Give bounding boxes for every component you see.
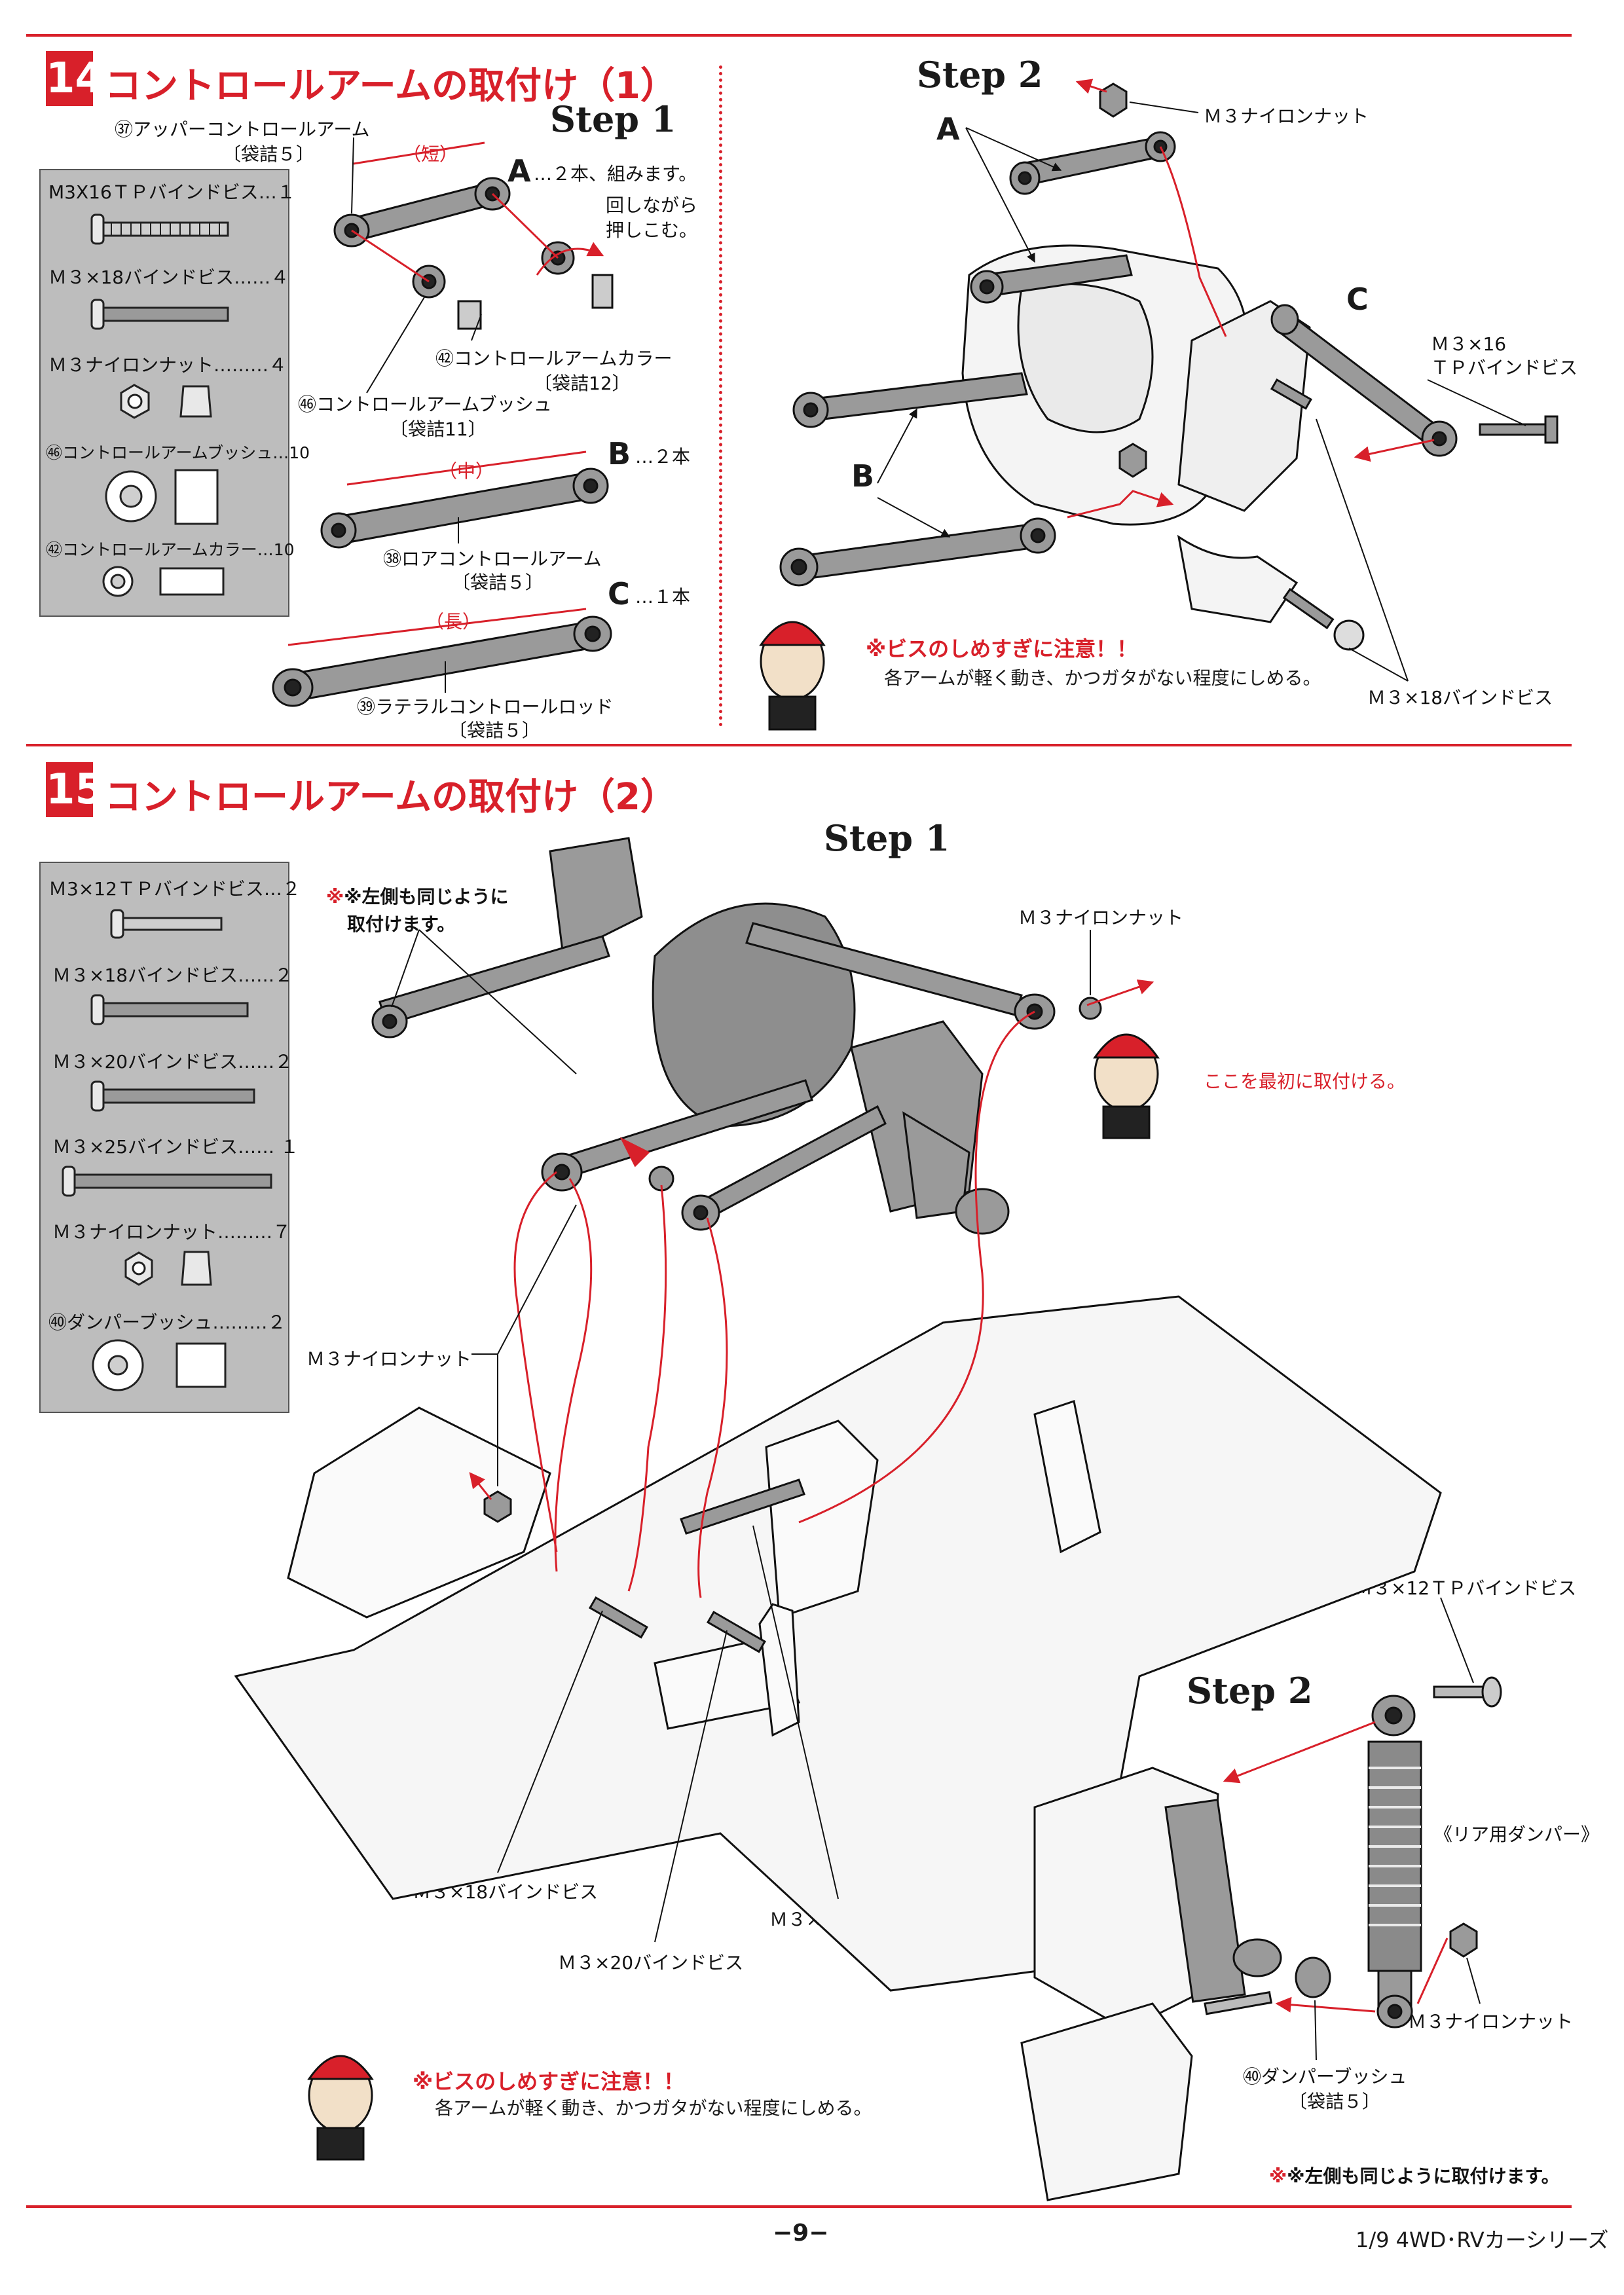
- s15-step2-guides: [1223, 1721, 1449, 2013]
- s15-part-2: Ｍ３×18バインドビス……２: [52, 964, 293, 986]
- letter-c-step2: C: [1346, 282, 1369, 317]
- s15-left-note-1: ※※左側も同じように: [326, 886, 509, 908]
- rod-bag: 〔袋詰５〕: [449, 720, 541, 741]
- section-15-title: コントロールアームの取付け（2）: [105, 776, 677, 818]
- s15-nut-top: Ｍ３ナイロンナット: [1018, 907, 1184, 928]
- s15-step2-assembly: [1020, 1676, 1502, 2201]
- s14-warn-body: 各アームが軽く動き、かつガタがない程度にしめる。: [884, 667, 1321, 689]
- s15-step2-nut: Ｍ３ナイロンナット: [1408, 2011, 1574, 2032]
- s15-warn-body: 各アームが軽く動き、かつガタがない程度にしめる。: [435, 2097, 872, 2119]
- s15-chassis: [234, 1295, 1442, 1992]
- s15-nut-left: Ｍ３ナイロンナット: [306, 1348, 472, 1370]
- top-rule: [26, 34, 1572, 37]
- s14-step1-guides: [287, 141, 604, 646]
- collar-name: ㊷コントロールアームカラー: [435, 348, 673, 369]
- section-14-title: コントロールアームの取付け（1）: [105, 65, 677, 107]
- lower-arm-name: ㊳ロアコントロールアーム: [383, 548, 602, 570]
- s14-warn-title: ※ビスのしめすぎに注意！！: [866, 636, 1138, 661]
- long-mark: （長）: [426, 611, 481, 633]
- s15-warn-title: ※ビスのしめすぎに注意！！: [413, 2069, 685, 2094]
- s14-step2-leaders: [877, 101, 1526, 682]
- s14-parts-icons: [90, 213, 229, 597]
- s15-bush-name: ㊵ダンパーブッシュ: [1243, 2066, 1407, 2087]
- upper-arm-name: ㊲アッパーコントロールアーム: [115, 119, 370, 140]
- s14-nut-label: Ｍ３ナイロンナット: [1204, 105, 1369, 127]
- s15-step1-label: Step 1: [824, 817, 950, 859]
- s15-part-4: Ｍ３×25バインドビス…… １: [52, 1136, 299, 1158]
- s15-mascot-icon-bottom: [307, 2055, 374, 2161]
- s14-part-2: Ｍ３×18バインドビス……４: [48, 266, 289, 288]
- s14-step1-label: Step 1: [550, 98, 676, 140]
- bush-bag: 〔袋詰11〕: [390, 418, 487, 440]
- s14-tp-screw-1: Ｍ３×16: [1431, 333, 1507, 355]
- s15-rear-axle: [371, 837, 1102, 1235]
- b-note: …２本: [635, 446, 691, 468]
- s14-part-3: Ｍ３ナイロンナット………４: [48, 354, 287, 376]
- section-divider-rule: [26, 744, 1572, 746]
- rotate-note-2: 押しこむ。: [606, 219, 698, 241]
- letter-c-step1: C: [608, 576, 630, 612]
- c-note: …１本: [635, 586, 691, 608]
- footer-rule: [26, 2205, 1572, 2208]
- s15-damper: 《リア用ダンパー》: [1434, 1824, 1600, 1845]
- s14-bind-screw: Ｍ３×18バインドビス: [1367, 687, 1553, 708]
- page-number: −9−: [773, 2220, 829, 2247]
- rotate-note-1: 回しながら: [606, 194, 698, 216]
- rod-name: ㊴ラテラルコントロールロッド: [357, 696, 614, 718]
- s14-tp-screw-2: ＴＰバインドビス: [1431, 357, 1578, 378]
- s15-step1-guides: [469, 979, 1154, 1598]
- section-14-divider: [719, 65, 722, 727]
- s15-same-note-text: ※左側も同じように取付けます。: [1287, 2165, 1560, 2187]
- s15-left-note-1-text: ※左側も同じように: [344, 886, 509, 908]
- letter-b-step1: B: [608, 436, 631, 471]
- upper-arm-bag: 〔袋詰５〕: [223, 143, 315, 165]
- s14-mascot-icon: [759, 621, 826, 731]
- s15-first-note: ここを最初に取付ける。: [1204, 1071, 1406, 1092]
- lower-arm-bag: 〔袋詰５〕: [452, 572, 544, 593]
- s15-step1-leaders: [391, 929, 1091, 1943]
- collar-bag: 〔袋詰12〕: [534, 373, 631, 394]
- s15-step2-label: Step 2: [1187, 1670, 1313, 1712]
- s14-step2-guides: [1067, 79, 1435, 519]
- letter-b-step2: B: [851, 458, 875, 494]
- s15-part-5: Ｍ３ナイロンナット………７: [52, 1221, 291, 1243]
- s15-screw20: Ｍ３×20バインドビス: [558, 1952, 744, 1974]
- s14-part-5: ㊷コントロールアームカラー…10: [46, 540, 295, 559]
- s14-step1-leaders: [351, 137, 482, 693]
- s14-step2-label: Step 2: [917, 54, 1043, 96]
- letter-a-step2: A: [936, 111, 960, 147]
- s15-left-note-2: 取付けます。: [347, 913, 456, 935]
- s15-mascot-icon-top: [1093, 1033, 1160, 1139]
- s15-step2-leaders: [1314, 1597, 1481, 2061]
- bush-name: ㊻コントロールアームブッシュ: [298, 394, 552, 415]
- s15-same-note: ※※左側も同じように取付けます。: [1269, 2165, 1560, 2187]
- s15-parts-icons: [62, 909, 272, 1391]
- s15-bush-bag: 〔袋詰５〕: [1289, 2091, 1381, 2112]
- s14-step1-arms: [272, 177, 614, 707]
- s14-parts-box: M3X16ＴＰバインドビス…１ Ｍ３×18バインドビス……４ Ｍ３ナイロンナット…: [39, 169, 310, 617]
- letter-a-step1: A: [507, 153, 531, 189]
- s15-part-6: ㊵ダンパーブッシュ………２: [48, 1312, 286, 1333]
- s15-part-1: Ｍ3×12ＴＰバインドビス…２: [48, 878, 301, 900]
- s14-part-1: M3X16ＴＰバインドビス…１: [48, 181, 295, 203]
- a-note: …２本、組みます。: [534, 163, 697, 185]
- s14-part-4: ㊻コントロールアームブッシュ…10: [46, 443, 310, 462]
- s15-parts-box: Ｍ3×12ＴＰバインドビス…２ Ｍ３×18バインドビス……２ Ｍ３×20バインド…: [39, 862, 301, 1413]
- s15-part-3: Ｍ３×20バインドビス……２: [52, 1051, 293, 1073]
- s14-step2-assembly: [779, 83, 1559, 651]
- series-name: 1/9 4WD･RVカーシリーズ: [1356, 2228, 1609, 2252]
